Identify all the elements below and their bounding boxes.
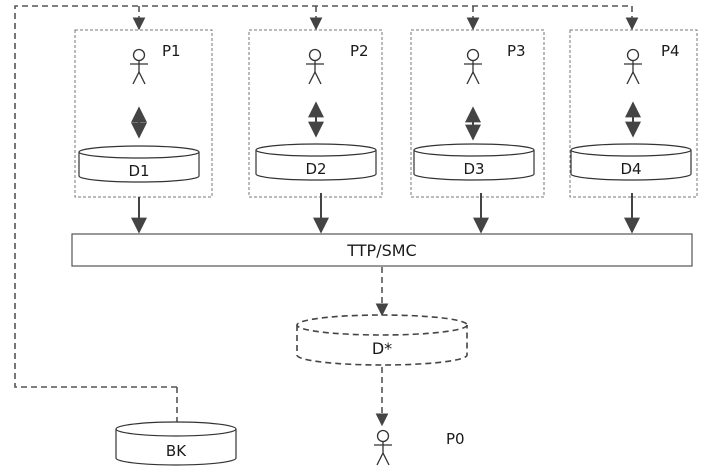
- party-1: P1 D1: [74, 29, 213, 234]
- party-box: [74, 29, 213, 198]
- party-box: [248, 29, 383, 198]
- database-cylinder: [78, 145, 200, 183]
- feedback-lines: [14, 5, 639, 427]
- receiver-label: P0: [446, 430, 465, 448]
- backup-database: BK: [115, 421, 237, 466]
- person-icon: [130, 48, 148, 85]
- backup-database-label: BK: [166, 442, 187, 460]
- ttp-smc-box: TTP/SMC: [71, 233, 693, 267]
- actor-label: P1: [162, 42, 181, 60]
- database-cylinder: [255, 143, 377, 181]
- party-3: P3 D3: [410, 29, 545, 234]
- database-label: D3: [463, 160, 484, 178]
- person-icon: [624, 48, 642, 85]
- person-icon: [464, 48, 482, 85]
- actor-label: P4: [661, 42, 680, 60]
- database-label: D4: [620, 160, 641, 178]
- person-icon: [306, 48, 324, 85]
- party-4: P4 D4: [569, 29, 698, 234]
- receiver-p0: P0: [374, 429, 465, 466]
- party-box: [410, 29, 545, 198]
- database-label: D1: [128, 162, 149, 180]
- database-cylinder: [413, 143, 535, 181]
- party-2: P2 D2: [248, 29, 383, 234]
- actor-label: P3: [507, 42, 526, 60]
- result-database: D*: [296, 314, 468, 366]
- database-cylinder: [570, 143, 692, 181]
- ttp-smc-label: TTP/SMC: [346, 241, 416, 260]
- person-icon: [374, 429, 392, 466]
- actor-label: P2: [350, 42, 369, 60]
- result-database-label: D*: [372, 339, 392, 358]
- party-box: [569, 29, 698, 198]
- database-label: D2: [305, 160, 326, 178]
